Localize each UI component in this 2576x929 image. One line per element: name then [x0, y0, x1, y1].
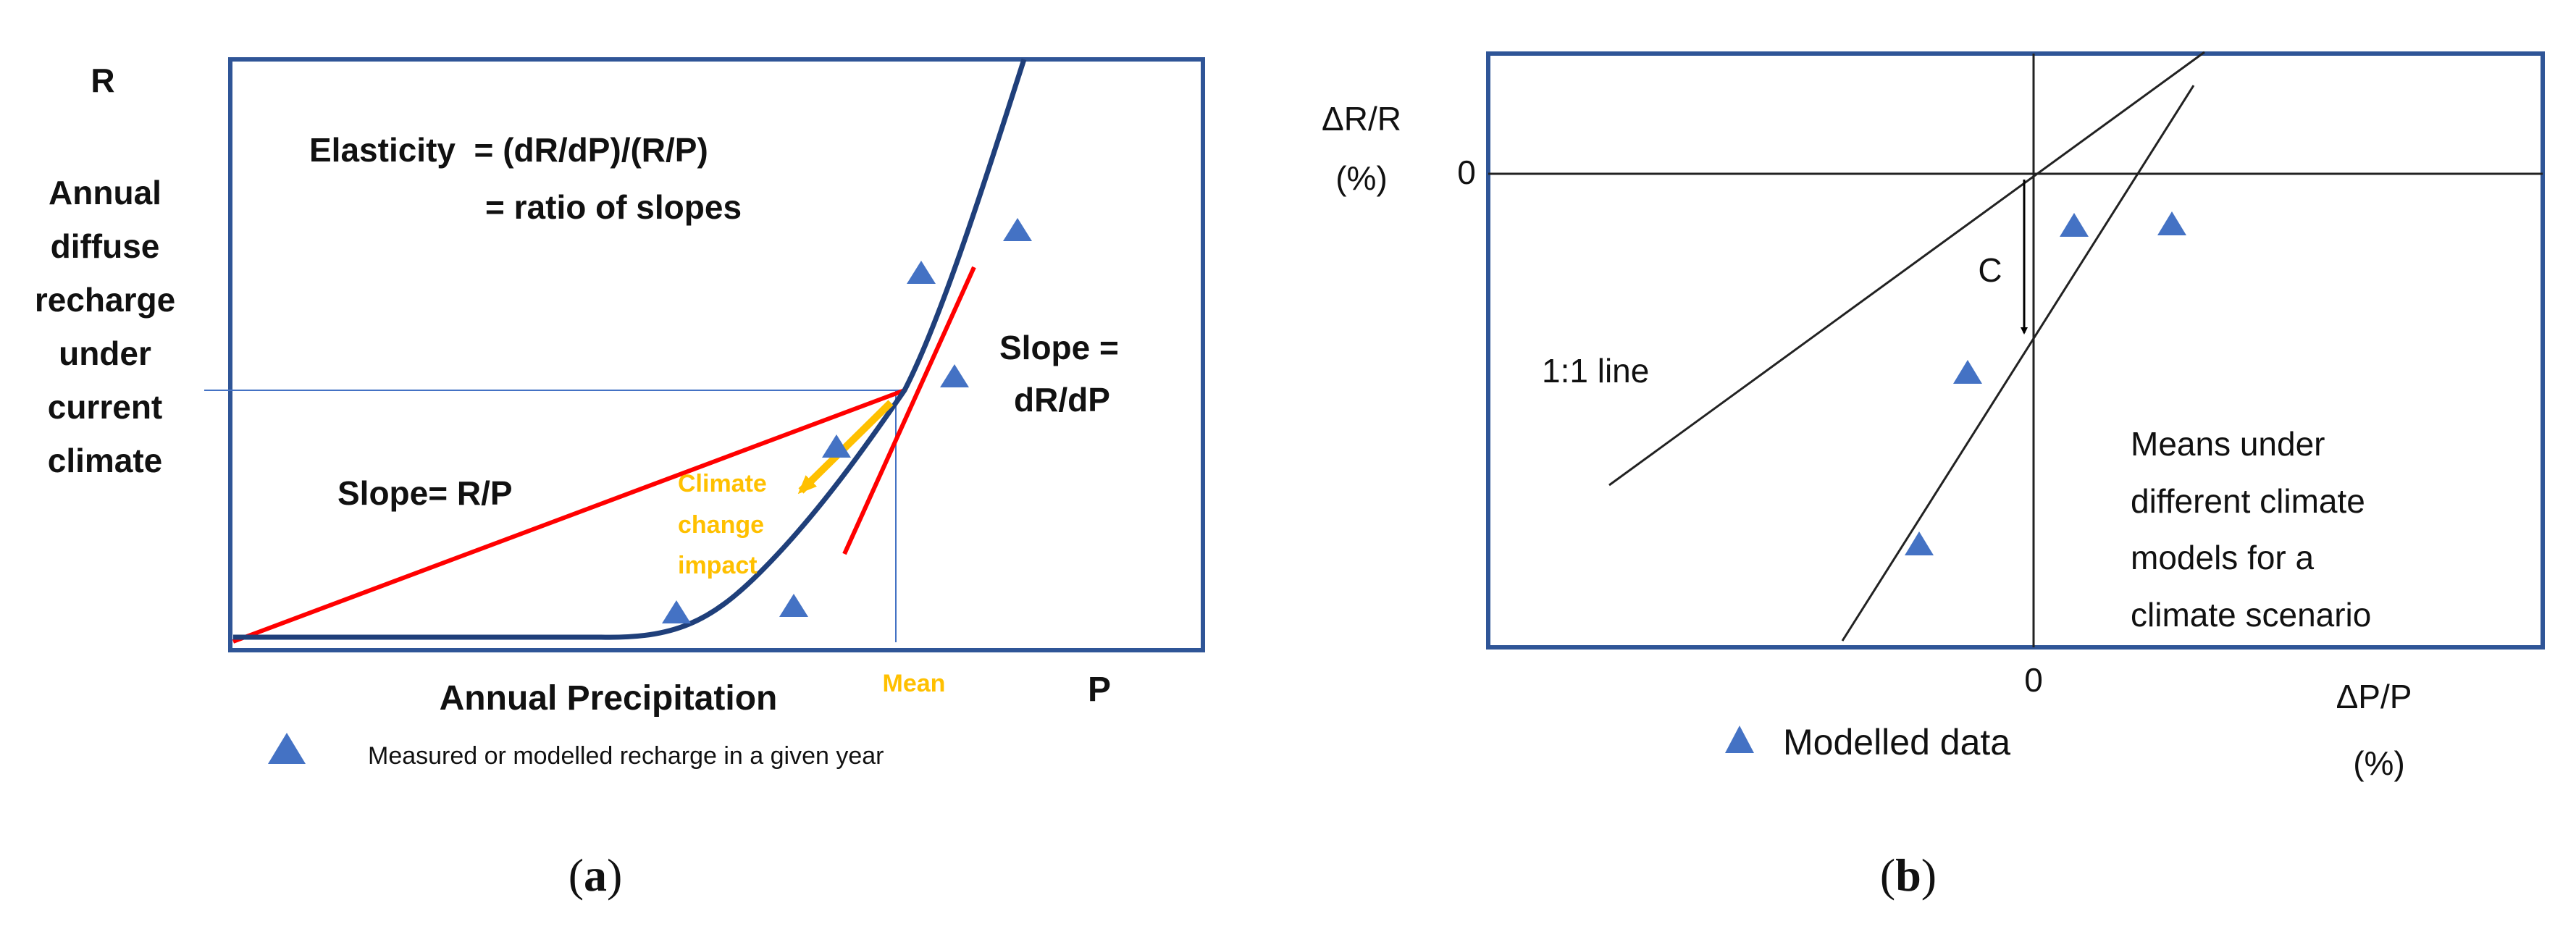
marker-triangle: [940, 364, 969, 387]
caption-b: (b): [1880, 849, 1937, 901]
means-label-line: different climate: [2131, 482, 2365, 520]
y-axis-label-line: current: [48, 388, 162, 426]
recharge-curve: [233, 58, 1027, 640]
marker-triangle: [2060, 213, 2089, 237]
impact-label-line: change: [678, 511, 764, 539]
x-zero-label: 0: [2024, 661, 2043, 699]
c-label: C: [1978, 251, 2002, 289]
marker-triangle: [1003, 218, 1032, 241]
marker-triangle: [662, 600, 691, 623]
impact-label-line: Climate: [678, 470, 767, 497]
legend-marker-icon: [1725, 726, 1754, 753]
mean-label: Mean: [883, 670, 946, 697]
tangent-slope-line: [842, 266, 976, 555]
marker-triangle: [779, 594, 808, 617]
marker-triangle: [1953, 360, 1982, 384]
model-line: [1841, 85, 2195, 642]
panel-a: R Annual diffuse recharge under current …: [35, 57, 1205, 901]
panel-b: ΔR/R (%) 0 C 1:1 line Means under differ…: [1322, 51, 2545, 901]
elasticity-ratio: = ratio of slopes: [485, 188, 742, 226]
tangent-slope-label: Slope =: [999, 329, 1119, 366]
one-to-one-line: [1608, 51, 2205, 487]
x-axis-label-line2: (%): [2353, 744, 2405, 782]
y-axis-symbol: R: [91, 62, 114, 99]
impact-label-line: impact: [678, 552, 758, 579]
one-to-one-label: 1:1 line: [1542, 352, 1649, 390]
y-axis-label-line1: ΔR/R: [1322, 100, 1401, 138]
y-axis-label-line: diffuse: [51, 227, 160, 265]
caption-a: (a): [569, 849, 623, 901]
marker-triangle: [2157, 211, 2186, 235]
means-label-line: Means under: [2131, 425, 2325, 463]
panel-b-frame: [1486, 51, 2545, 650]
secant-slope-line: [232, 388, 906, 644]
x-axis-label-line1: ΔP/P: [2336, 678, 2412, 715]
tangent-slope-label: dR/dP: [1014, 381, 1110, 419]
y-zero-label: 0: [1457, 154, 1476, 191]
marker-triangle: [822, 434, 851, 458]
x-axis-label: Annual Precipitation: [440, 679, 778, 718]
panel-a-frame: [228, 57, 1205, 652]
climate-change-impact-arrow: [797, 400, 894, 495]
x-axis-symbol: P: [1088, 671, 1111, 709]
marker-triangle: [907, 261, 936, 284]
marker-triangle: [1905, 531, 1934, 555]
y-axis-label-line: climate: [48, 442, 163, 479]
legend-text: Measured or modelled recharge in a given…: [368, 742, 884, 770]
means-label-line: climate scenario: [2131, 596, 2371, 634]
y-axis-label-line: Annual: [49, 174, 161, 211]
y-axis-label-line: under: [59, 335, 151, 372]
legend-text: Modelled data: [1783, 722, 2010, 762]
legend-marker-icon: [268, 733, 306, 764]
y-axis-label-line: recharge: [35, 281, 175, 319]
elasticity-formula: Elasticity = (dR/dP)/(R/P): [309, 131, 708, 169]
y-axis-label-line2: (%): [1335, 159, 1388, 197]
secant-slope-label: Slope= R/P: [337, 474, 513, 512]
means-label-line: models for a: [2131, 539, 2315, 576]
